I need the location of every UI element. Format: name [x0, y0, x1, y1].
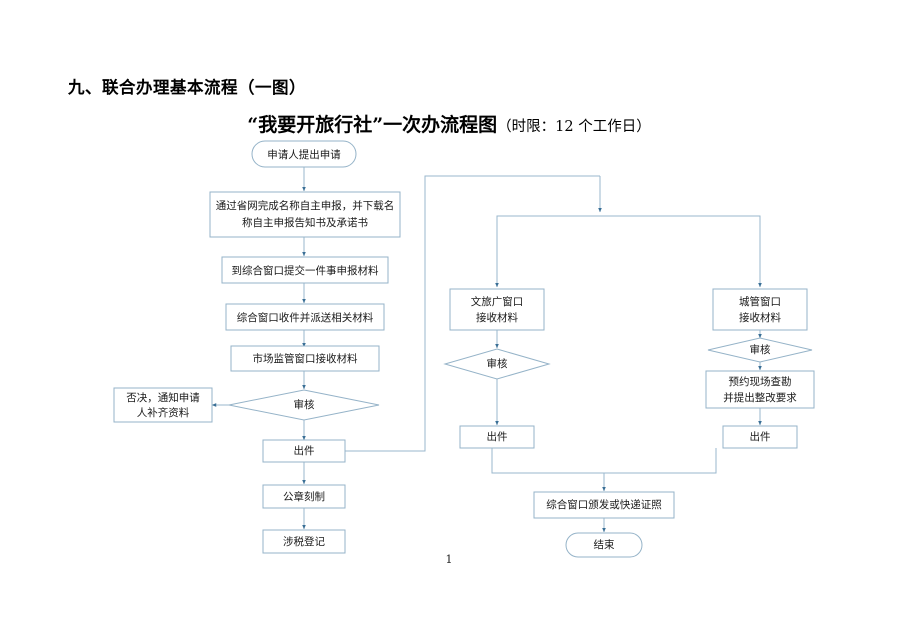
node-label: 申请人提出申请	[267, 148, 341, 161]
node-label-line2: 接收材料	[739, 311, 781, 324]
node-label-line2: 称自主申报告知书及承诺书	[242, 216, 368, 229]
page-number: 1	[445, 553, 453, 566]
node-label: 审核	[750, 343, 771, 356]
edge-to-m1	[495, 215, 600, 288]
edge-merge-bar	[491, 448, 717, 474]
node-market-supervision-receive: 市场监管窗口接收材料	[230, 345, 380, 372]
node-issue-middle: 出件	[459, 425, 535, 449]
connector-layer	[211, 167, 762, 533]
node-review-left: 审核	[228, 389, 380, 421]
node-reject-notify-applicant: 否决，通知申请 人补齐资料	[113, 387, 213, 423]
node-submit-at-comprehensive-window: 到综合窗口提交一件事申报材料	[221, 256, 389, 284]
node-issue-left: 出件	[262, 439, 346, 463]
node-label-line1: 城管窗口	[739, 295, 781, 308]
node-urban-management-window-receive: 城管窗口 接收材料	[712, 288, 808, 331]
node-seal-engraving: 公章刻制	[262, 484, 346, 509]
node-label-line2: 并提出整改要求	[723, 391, 797, 404]
node-label: 出件	[750, 430, 771, 443]
node-site-survey-and-rectification: 预约现场查勘 并提出整改要求	[705, 370, 815, 409]
node-online-name-declaration: 通过省网完成名称自主申报，并下载名 称自主申报告知书及承诺书	[209, 191, 401, 238]
node-end: 结束	[565, 532, 643, 558]
chart-title-suffix: （时限：12 个工作日）	[497, 119, 651, 135]
node-label: 市场监管窗口接收材料	[253, 352, 358, 365]
node-label-line1: 预约现场查勘	[729, 375, 792, 388]
node-applicant-submit: 申请人提出申请	[251, 140, 357, 168]
node-window-receive-and-dispatch: 综合窗口收件并派送相关材料	[225, 303, 385, 331]
node-label: 出件	[294, 444, 315, 457]
node-label: 出件	[487, 430, 508, 443]
section-heading: 九、联合办理基本流程（一图）	[68, 78, 306, 97]
node-label-line2: 接收材料	[476, 311, 518, 324]
node-issue-or-express-license: 综合窗口颁发或快递证照	[533, 491, 675, 519]
edge-to-r1	[600, 215, 762, 288]
node-issue-right: 出件	[722, 425, 798, 449]
chart-title: “我要开旅行社”一次办流程图（时限：12 个工作日）	[0, 110, 898, 137]
node-label: 审核	[487, 357, 508, 370]
node-tax-registration: 涉税登记	[262, 529, 346, 554]
node-label: 到综合窗口提交一件事申报材料	[232, 264, 379, 277]
chart-title-main: “我要开旅行社”一次办流程图	[247, 114, 498, 136]
node-label-line2: 人补齐资料	[137, 406, 190, 419]
node-label: 结束	[594, 538, 615, 551]
node-label: 公章刻制	[283, 490, 325, 503]
node-review-middle: 审核	[443, 348, 551, 380]
node-label: 综合窗口收件并派送相关材料	[237, 311, 374, 324]
node-label-line1: 否决，通知申请	[126, 391, 200, 404]
node-culture-tourism-window-receive: 文旅广窗口 接收材料	[449, 288, 545, 331]
node-label: 涉税登记	[283, 535, 325, 548]
node-label-line1: 通过省网完成名称自主申报，并下载名	[216, 199, 395, 212]
node-label: 审核	[294, 398, 315, 411]
node-label-line1: 文旅广窗口	[471, 295, 524, 308]
node-review-right: 审核	[707, 337, 813, 363]
edge-n8-branch-riser	[345, 175, 600, 452]
node-label: 综合窗口颁发或快递证照	[546, 498, 662, 511]
